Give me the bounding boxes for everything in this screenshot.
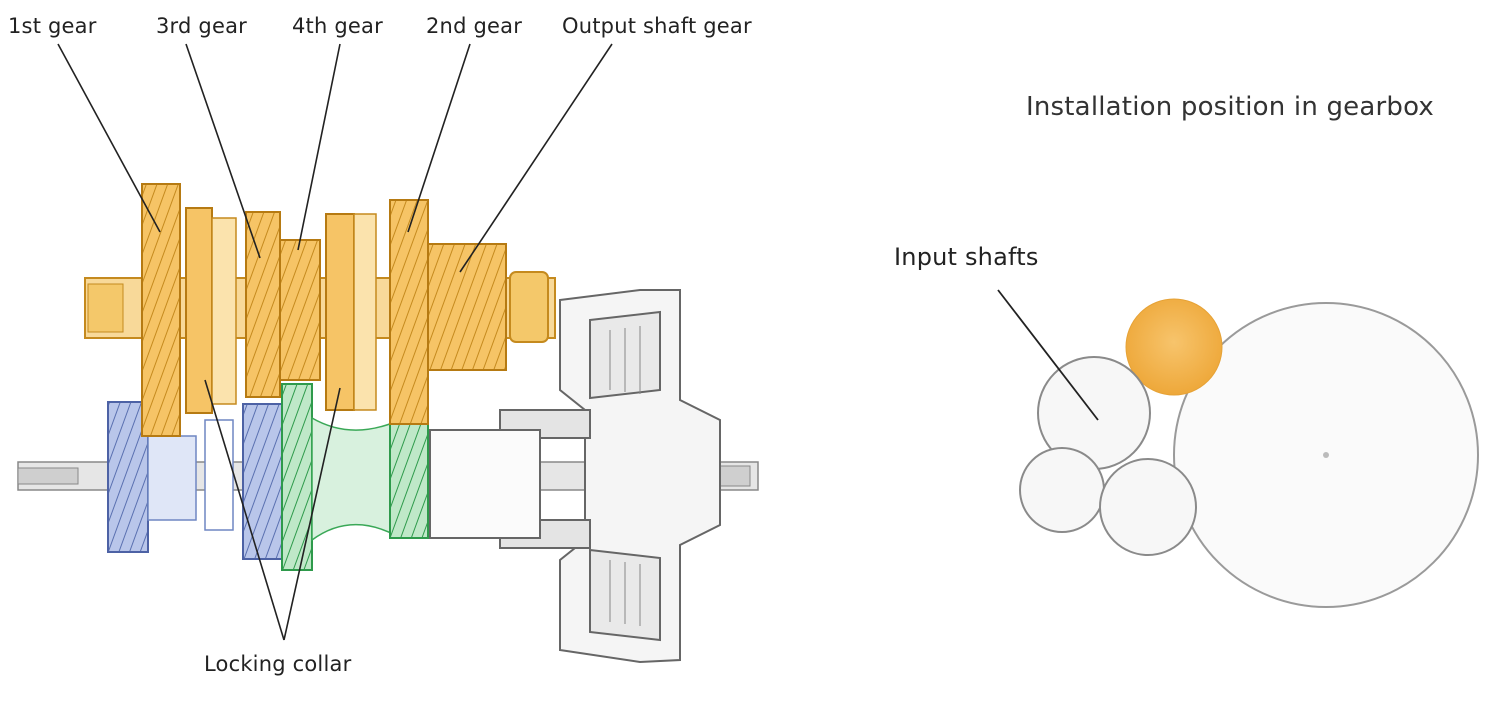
label-output-shaft-gear: Output shaft gear	[562, 14, 752, 38]
output-shaft-disk	[1125, 298, 1223, 396]
lower-shaft-circle-left	[1019, 447, 1105, 533]
dual-clutch-housing	[429, 289, 721, 664]
input-shafts-leader	[997, 289, 1099, 421]
gear-4th	[279, 239, 321, 381]
label-3rd-gear: 3rd gear	[156, 14, 247, 38]
gearbox-section	[17, 43, 759, 664]
leader-lines	[57, 43, 613, 641]
installation-diagram	[997, 289, 1479, 608]
gear-1st	[141, 183, 181, 437]
lower-shaft-circle-right	[1099, 458, 1197, 556]
installation-title: Installation position in gearbox	[1026, 92, 1435, 122]
label-2nd-gear: 2nd gear	[426, 14, 523, 38]
gear-2nd	[389, 199, 429, 425]
gear-output	[427, 243, 507, 371]
label-4th-gear: 4th gear	[292, 14, 383, 38]
output-shaft	[84, 183, 556, 437]
gear-3rd	[245, 211, 281, 398]
label-input-shafts: Input shafts	[894, 243, 1039, 271]
label-locking-collar: Locking collar	[204, 652, 352, 676]
blue-input-gears	[107, 401, 284, 560]
label-1st-gear: 1st gear	[8, 14, 97, 38]
